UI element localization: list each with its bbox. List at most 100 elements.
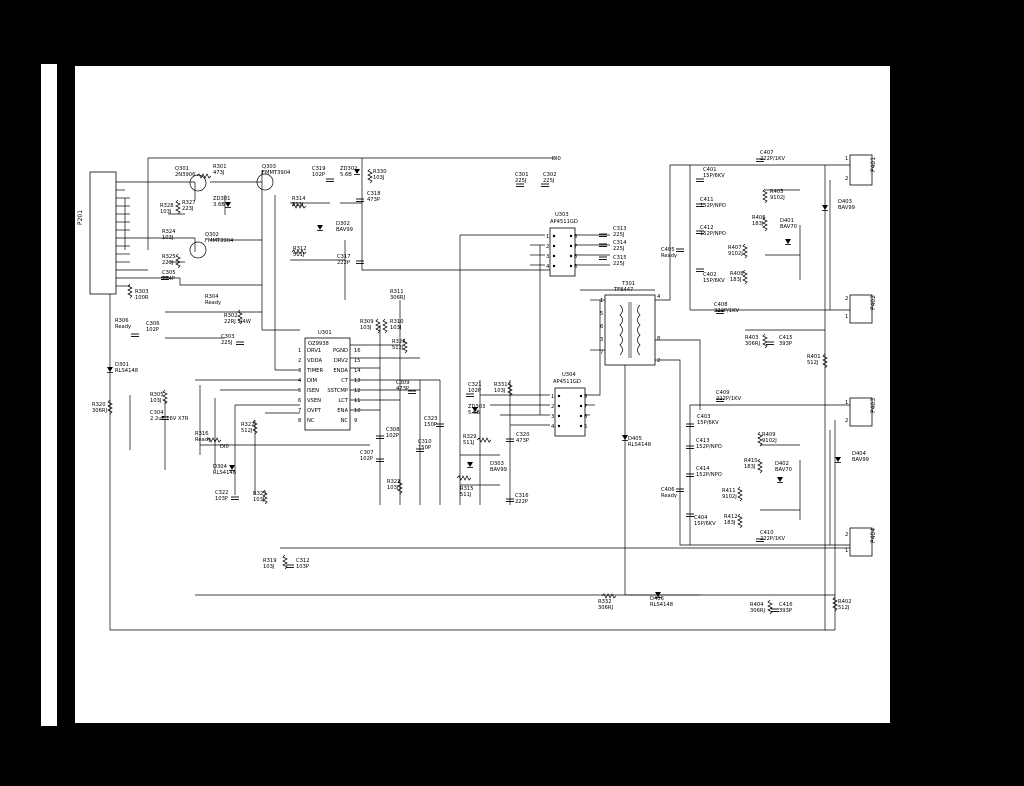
label-r328: R328 [160, 203, 174, 209]
label-c408: C408 [714, 302, 728, 308]
label-r309: R309 [360, 319, 374, 325]
label-r303: R303 [135, 289, 149, 295]
value-r332: 306RJ [598, 605, 614, 611]
resistor-r323 [262, 489, 268, 505]
value-c401: 15P/6KV [703, 173, 725, 179]
resistor-r315 [456, 475, 472, 481]
value-r314: 511J [292, 202, 304, 208]
label-q301: Q301 [175, 166, 189, 172]
capacitor-c321 [466, 393, 474, 397]
schematic-sheet: P201 P401 1 2 P402 2 1 P403 1 2 P404 2 1… [75, 66, 890, 723]
value-c321: 102P [468, 388, 481, 394]
value-c312: 103P [296, 564, 309, 570]
value-c406: Ready [661, 493, 677, 499]
resistor-r309 [375, 318, 381, 334]
label-c321: C321 [468, 382, 482, 388]
value-q302: FMMT3904 [205, 238, 234, 244]
label-r402: R402 [838, 599, 852, 605]
capacitor-c320 [506, 438, 514, 442]
value-c307: 102P [360, 456, 373, 462]
label-r312: R312 [293, 246, 307, 252]
label-r301: R301 [213, 164, 227, 170]
resistor-r312 [291, 249, 307, 255]
u304-pins-pad [579, 394, 583, 398]
t301-pin: 3 [600, 337, 603, 343]
capacitor-symbols [131, 158, 779, 612]
value-r402: 512J [838, 605, 850, 611]
value-d302: BAV99 [336, 227, 353, 233]
value-r409: 9102J [762, 438, 777, 444]
u301-pin-num: 16 [354, 348, 361, 354]
svg-text:2: 2 [845, 532, 848, 538]
label-r407: R407 [728, 245, 742, 251]
resistor-r302 [237, 309, 243, 325]
label-c406: C406 [661, 487, 675, 493]
resistor-r407 [742, 243, 748, 259]
value-r311: 306RJ [390, 295, 406, 301]
value-c411: 152P/NPO [700, 203, 726, 209]
label-zd302: ZD302 [340, 166, 357, 172]
label-c323: C323 [424, 416, 438, 422]
label-c310: C310 [418, 439, 432, 445]
resistor-r305 [162, 389, 168, 405]
value-r401: 512J [807, 360, 819, 366]
capacitor-c323 [436, 423, 444, 427]
label-r311: R311 [390, 289, 404, 295]
value-d402: BAV70 [775, 467, 792, 473]
capacitor-c307 [376, 458, 384, 462]
svg-text:P401: P401 [870, 157, 877, 172]
resistor-r412 [737, 513, 743, 529]
label-r326: R326 [392, 339, 406, 345]
label-c318: C318 [367, 191, 381, 197]
resistor-r327 [175, 199, 181, 215]
value-r412: 183J [724, 520, 736, 526]
diode-d402 [777, 477, 783, 483]
label-r408: R408 [730, 271, 744, 277]
capacitor-c310 [416, 448, 424, 452]
u303-pins-pin: 2 [546, 244, 549, 250]
value-r405: 9102J [770, 195, 785, 201]
resistor-r325 [175, 253, 181, 269]
value-r319: 103J [263, 564, 275, 570]
value-c402: 15P/6KV [703, 278, 725, 284]
u303-pins-pin: 7 [574, 244, 577, 250]
label-d302: D302 [336, 221, 350, 227]
label-r304: R304 [205, 294, 219, 300]
resistor-r316 [206, 437, 222, 443]
capacitor-c404 [686, 513, 694, 517]
value-r404: 306RJ [750, 608, 766, 614]
capacitor-c305 [161, 276, 169, 280]
label-c415: C415 [779, 335, 793, 341]
label-c409: C409 [716, 390, 730, 396]
label-c304: C304 [150, 410, 164, 416]
capacitor-c406 [676, 488, 684, 492]
u303-pins-pad [552, 234, 556, 238]
label-c301: C301 [515, 172, 529, 178]
label-c402: C402 [703, 272, 717, 278]
svg-text:P402: P402 [870, 295, 877, 310]
label-q303: Q303 [262, 164, 276, 170]
capacitor-c405 [676, 248, 684, 252]
u301-pin-drv2: DRV2 [334, 358, 348, 364]
label-c407: C407 [760, 150, 774, 156]
label-c320: C320 [516, 432, 530, 438]
resistor-r410 [757, 458, 763, 474]
value-d405: RLS4148 [628, 442, 651, 448]
value-zd303: 5.6B [468, 410, 480, 416]
u301-pin-vsen: VSEN [307, 398, 321, 404]
diode-d406 [655, 592, 661, 598]
value-c315: 225J [613, 261, 625, 267]
u304-pins-pin: 7 [584, 404, 587, 410]
u301-pin-isen: ISEN [307, 388, 319, 394]
diode-d404 [835, 457, 841, 463]
diode-zd301 [225, 202, 231, 208]
label-r411: R411 [722, 488, 736, 494]
value-r304: Ready [205, 300, 221, 306]
label-c314: C314 [613, 240, 627, 246]
label-r331: R331 [494, 382, 508, 388]
value-r303: 100R [135, 295, 149, 301]
diode-d303 [467, 462, 473, 468]
capacitor-c411 [696, 203, 704, 207]
connector-p403: P403 1 2 [845, 397, 877, 427]
